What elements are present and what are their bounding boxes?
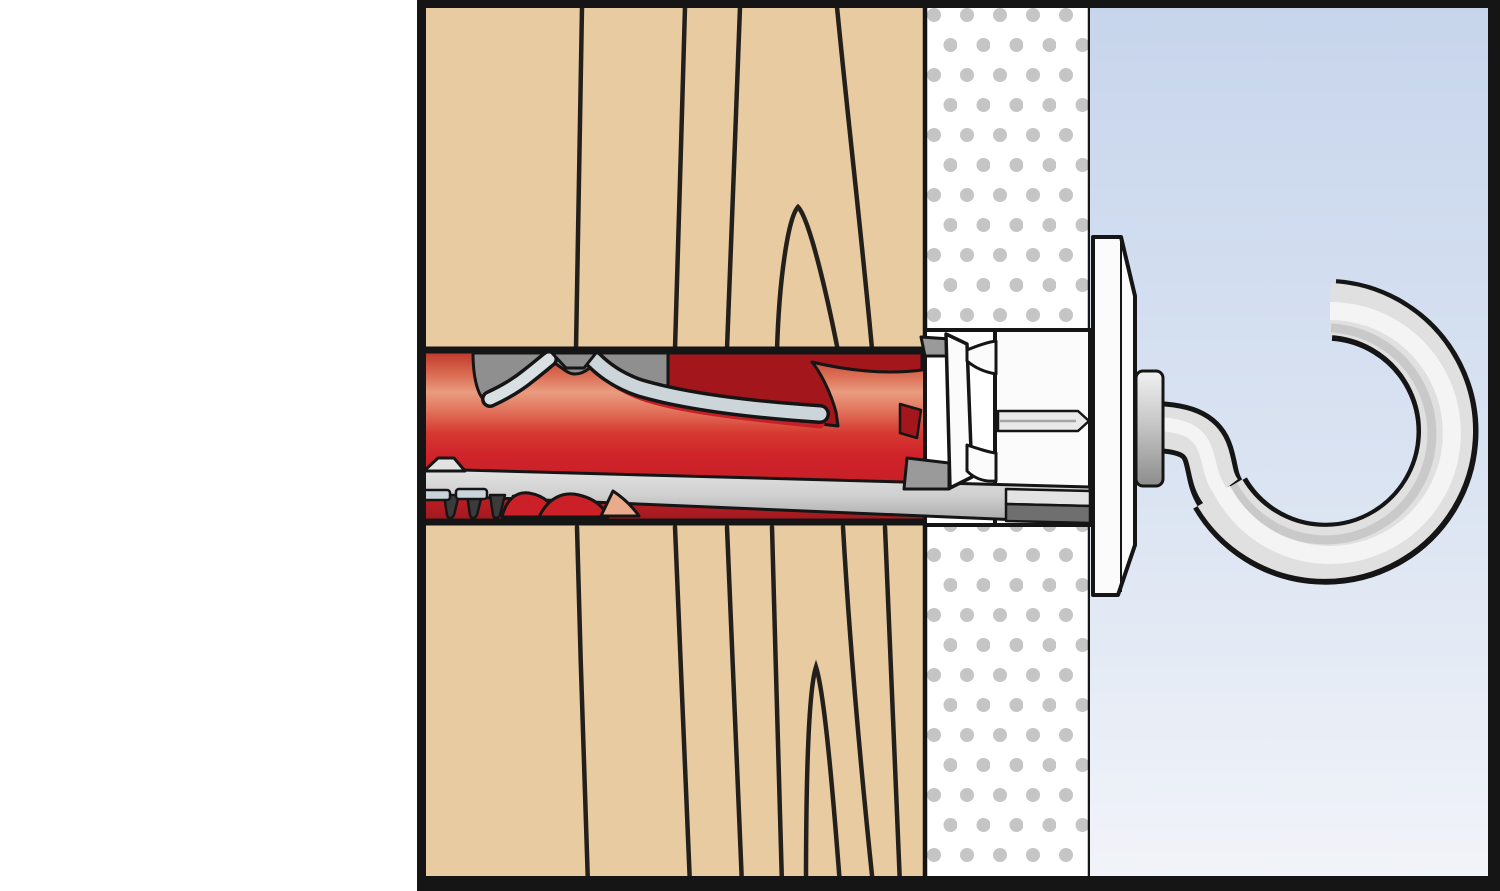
expansion-plug xyxy=(471,350,924,440)
screw-band-short xyxy=(484,353,555,405)
hook-collar xyxy=(1134,369,1165,488)
round-hook xyxy=(1145,279,1479,585)
sleeve-tab-top xyxy=(965,339,998,376)
frame-border-right xyxy=(1488,0,1500,891)
hook-inner-shade xyxy=(1229,323,1437,545)
thread-tooth xyxy=(488,493,507,520)
plug-knot-salmon-wedge xyxy=(599,489,641,518)
frame-border-left xyxy=(417,0,426,891)
frame-border-bottom xyxy=(417,876,1500,891)
flange-cap xyxy=(1091,235,1137,597)
hook-ring-highlight xyxy=(1214,302,1461,564)
channel-outline xyxy=(424,346,925,526)
sleeve-wedge-bottom xyxy=(902,456,951,491)
flange-plate xyxy=(1091,235,1137,597)
thread-crest xyxy=(454,487,489,501)
frame-border xyxy=(417,0,1500,891)
wood-grain-lines xyxy=(573,4,903,888)
screw-band-long xyxy=(587,353,827,421)
thread-tooth xyxy=(465,493,484,520)
screw-tip-bump xyxy=(422,456,467,473)
cavity-top-notch xyxy=(550,351,598,370)
plug-dark-red-sliver xyxy=(898,402,923,440)
hook-shaft-highlight xyxy=(1145,417,1226,496)
sleeve-tab-bottom xyxy=(965,443,998,483)
plug-sleeve-flares xyxy=(902,332,998,491)
frame-border-top xyxy=(417,0,1500,8)
screw-shaft-dark-strip xyxy=(1004,502,1092,525)
